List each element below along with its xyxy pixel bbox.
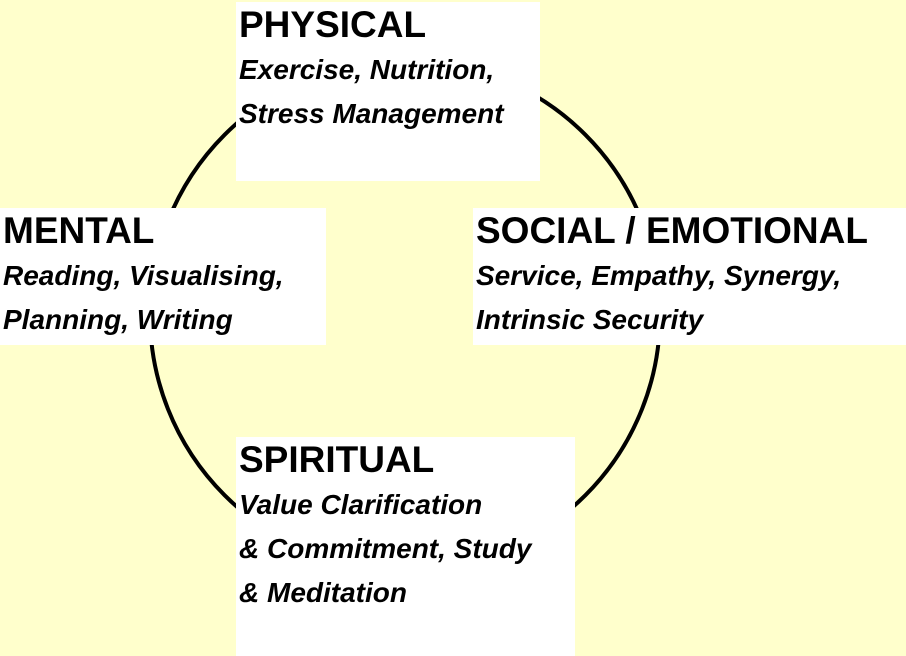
physical-title: PHYSICAL [239, 4, 427, 45]
social-activities-line: Intrinsic Security [476, 304, 704, 335]
spiritual-box: SPIRITUAL Value Clarification & Commitme… [236, 437, 575, 656]
physical-activities-line: Stress Management [239, 98, 504, 129]
spiritual-activities-line: & Commitment, Study [239, 533, 532, 564]
physical-activities-line: Exercise, Nutrition, [239, 54, 495, 85]
mental-activities-line: Reading, Visualising, [3, 260, 284, 291]
mental-box: MENTAL Reading, Visualising, Planning, W… [0, 208, 326, 345]
mental-activities-line: Planning, Writing [3, 304, 233, 335]
social-emotional-title: SOCIAL / EMOTIONAL [476, 210, 868, 251]
physical-box: PHYSICAL Exercise, Nutrition, Stress Man… [236, 2, 540, 181]
mental-title: MENTAL [3, 210, 155, 251]
social-activities-line: Service, Empathy, Synergy, [476, 260, 842, 291]
spiritual-activities-line: & Meditation [239, 577, 407, 608]
spiritual-title: SPIRITUAL [239, 439, 435, 480]
spiritual-activities-line: Value Clarification [239, 489, 483, 520]
social-emotional-box: SOCIAL / EMOTIONAL Service, Empathy, Syn… [473, 208, 906, 345]
